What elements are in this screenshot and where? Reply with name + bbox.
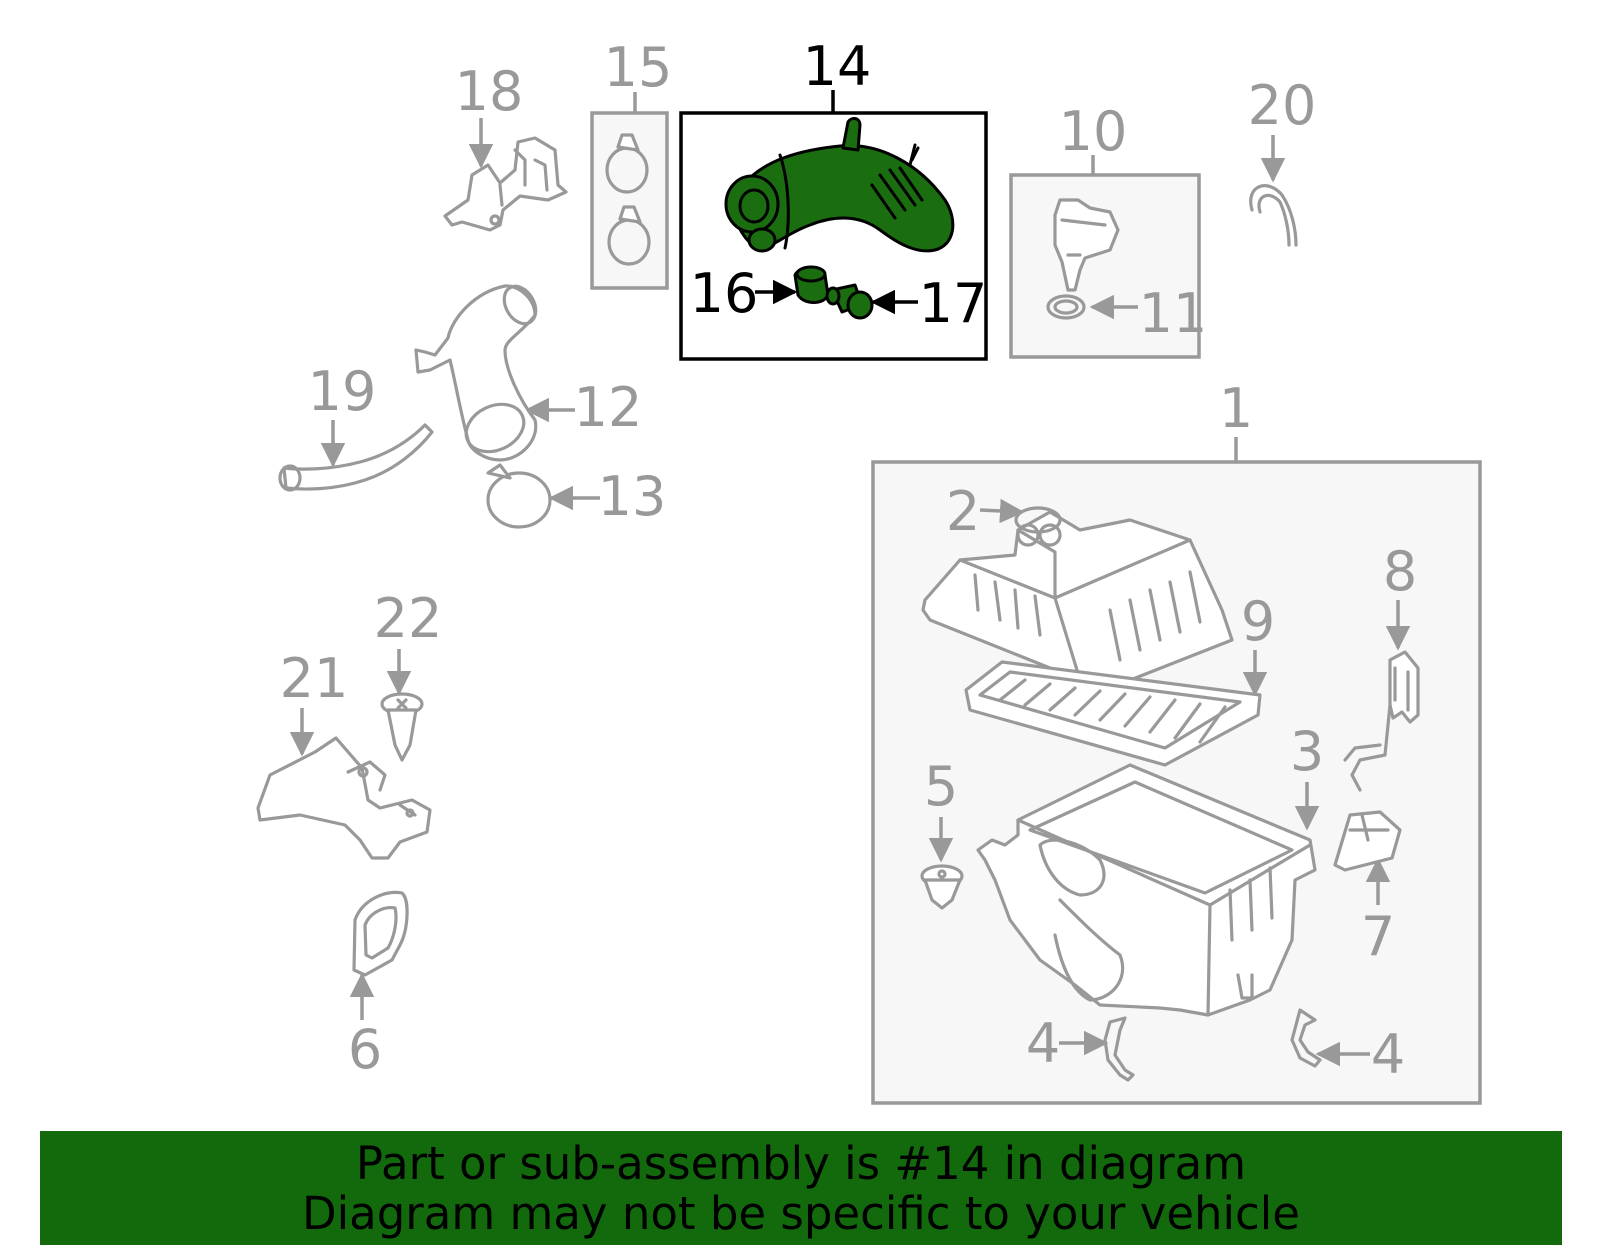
part-7-bracket[interactable] [1333,810,1402,872]
callout-20[interactable]: 20 [1248,74,1317,137]
part-9-filter[interactable] [964,660,1262,767]
callout-8[interactable]: 8 [1383,540,1417,603]
callout-17[interactable]: 17 [919,272,988,335]
part-20-hose[interactable] [1249,184,1298,247]
callout-11[interactable]: 11 [1139,282,1208,345]
callout-4-right[interactable]: 4 [1371,1023,1405,1086]
banner-line-1: Part or sub-assembly is #14 in diagram [355,1137,1247,1190]
part-6-seal[interactable] [352,890,409,977]
part-11-oring[interactable] [1046,294,1086,320]
callout-4-center[interactable]: 4 [1026,1012,1060,1075]
callout-12[interactable]: 12 [574,376,643,439]
part-2-upper-cover[interactable] [921,506,1234,694]
part-13-clamp[interactable] [486,463,552,529]
callout-7[interactable]: 7 [1361,905,1395,968]
callout-5[interactable]: 5 [924,755,958,818]
callout-18[interactable]: 18 [455,60,524,123]
part-16-grommet[interactable] [793,265,830,304]
part-17-bolt[interactable] [825,283,874,320]
part-19-hose[interactable] [278,423,434,492]
part-10-sensor[interactable] [1053,198,1120,292]
part-14-intake-duct[interactable] [724,116,955,253]
part-21-shield[interactable] [256,736,432,860]
callout-2[interactable]: 2 [946,480,980,543]
callout-16[interactable]: 16 [690,262,759,325]
callout-1[interactable]: 1 [1219,377,1253,440]
callout-14[interactable]: 14 [803,35,872,98]
part-18-bracket[interactable] [443,136,568,232]
callout-3[interactable]: 3 [1290,720,1324,783]
banner-line-2: Diagram may not be specific to your vehi… [302,1187,1300,1240]
part-15-clamps[interactable] [605,133,651,266]
callout-21[interactable]: 21 [280,647,349,710]
group-box-10 [1009,173,1201,359]
part-4-clip-center[interactable] [1103,1016,1135,1082]
part-5-clip[interactable] [920,864,964,910]
callout-19[interactable]: 19 [308,360,377,423]
callout-13[interactable]: 13 [598,465,667,528]
part-4-clip-right[interactable] [1290,1008,1322,1068]
callout-9[interactable]: 9 [1241,590,1275,653]
callout-15[interactable]: 15 [604,36,673,99]
callout-6[interactable]: 6 [348,1018,382,1081]
callout-22[interactable]: 22 [374,587,443,650]
part-12-duct[interactable] [414,281,542,462]
callout-10[interactable]: 10 [1059,100,1128,163]
part-8-bracket[interactable] [1343,650,1420,792]
part-3-lower-housing[interactable] [976,763,1317,1017]
part-22-pin[interactable] [380,692,424,762]
info-banner: Part or sub-assembly is #14 in diagram D… [40,1131,1562,1245]
